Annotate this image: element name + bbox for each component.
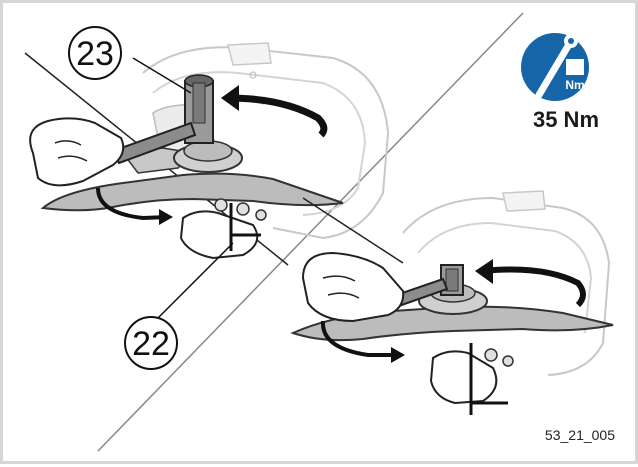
callout-23-label: 23: [76, 35, 114, 73]
callout-22: 22: [124, 316, 178, 370]
torque-icon-text: Nm: [565, 78, 584, 92]
torque-value: 35 Nm: [532, 107, 600, 132]
torque-wrench-icon: Nm: [521, 33, 589, 101]
assembly-illustration: 23 22 Nm: [24, 12, 614, 452]
callout-23: 23: [68, 26, 122, 80]
step-divider: [97, 12, 524, 452]
figure-id: 53_21_005: [544, 427, 615, 443]
callout-22-label: 22: [132, 325, 170, 363]
right-step-drawing: [290, 190, 614, 415]
